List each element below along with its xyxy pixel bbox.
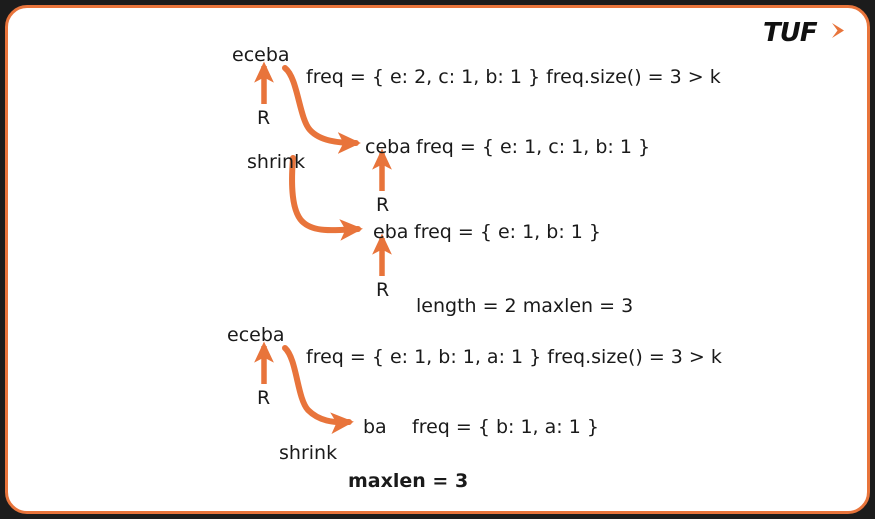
top-freq-initial: freq = { e: 2, c: 1, b: 1 } freq.size() …: [306, 66, 721, 88]
tuf-chevron-icon: [832, 23, 844, 38]
bottom-pointer-label-r1: R: [257, 387, 271, 409]
bottom-freq-initial: freq = { e: 1, b: 1, a: 1 } freq.size() …: [306, 346, 722, 368]
top-length-maxlen: length = 2 maxlen = 3: [416, 295, 634, 317]
top-window-initial: eceba: [232, 44, 290, 66]
top-window-step2: ceba: [365, 136, 411, 158]
top-window-step3: eba: [373, 221, 409, 243]
bottom-window-initial: eceba: [227, 324, 285, 346]
whiteboard-panel: eceba freq = { e: 2, c: 1, b: 1 } freq.s…: [5, 5, 870, 514]
tuf-logo: TUF: [763, 18, 849, 52]
bottom-shrink-label-1: shrink: [279, 442, 338, 464]
top-pointer-label-r2: R: [376, 194, 390, 216]
top-shrink-label-1: shrink: [247, 151, 306, 173]
top-freq-step2: freq = { e: 1, c: 1, b: 1 }: [416, 136, 651, 158]
bottom-window-step2: ba: [363, 416, 387, 438]
tuf-logo-text: TUF: [763, 18, 818, 48]
top-pointer-label-r1: R: [257, 107, 271, 129]
top-freq-step3: freq = { e: 1, b: 1 }: [414, 221, 601, 243]
bottom-freq-step2: freq = { b: 1, a: 1 }: [412, 416, 599, 438]
top-pointer-label-r3: R: [376, 279, 390, 301]
bottom-result-maxlen: maxlen = 3: [348, 470, 469, 492]
